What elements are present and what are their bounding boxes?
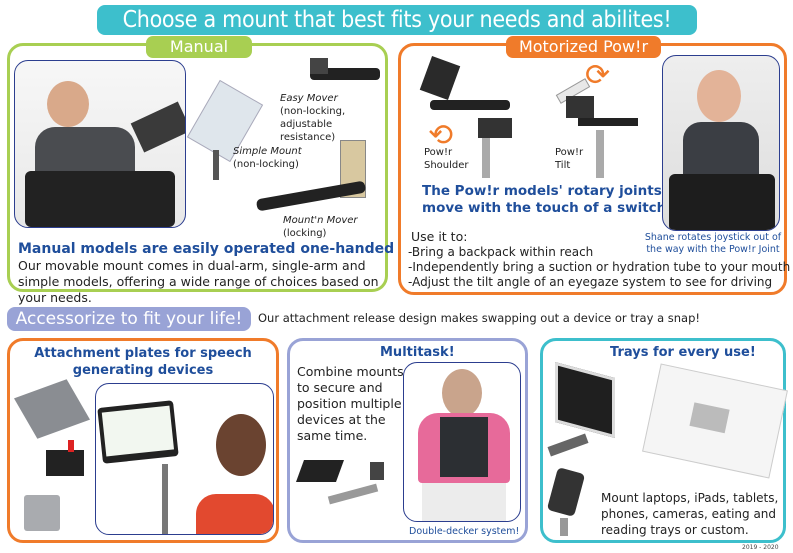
powr-tilt-arm-image [578,118,638,126]
person-head-shape [216,414,266,476]
person-head-shape [442,369,482,417]
rotate-arrow-icon: ⟲ [428,118,454,153]
powr-shoulder-joint-image [478,118,512,138]
speech-device-user-photo [95,383,274,535]
copyright: 2019 - 2020 [742,544,779,551]
use-item: -Independently bring a suction or hydrat… [408,260,791,274]
mountn-mover-caption: Mount'n Mover(locking) [283,215,358,239]
tablet-shape [130,101,185,153]
attachment-plates-heading: Attachment plates for speech generating … [34,346,252,378]
double-decker-device-image [370,462,384,480]
multitask-panel [287,338,528,543]
speech-device-shape [97,400,179,464]
simple-mount-caption: Simple Mount(non-locking) [233,146,302,170]
plate-release-lever [68,440,74,452]
trays-heading: Trays for every use! [610,345,756,360]
multitask-heading: Multitask! [380,345,455,360]
plate-image-3 [24,495,60,531]
manual-user-photo [14,60,186,228]
double-decker-tablet-image [295,460,345,482]
mount-pole-shape [162,464,168,534]
attachment-plates-panel [7,338,279,543]
use-label: Use it to: [411,229,468,244]
motorized-tab: Motorized Pow!r [506,36,661,58]
use-item: -Bring a backpack within reach [408,245,594,259]
simple-mount-pole-image [213,150,219,180]
accessorize-tagline: Our attachment release design makes swap… [258,311,701,325]
person-body-shape [196,494,273,534]
wheelchair-shape [25,171,175,227]
manual-body: Our movable mount comes in dual-arm, sin… [18,258,379,305]
uses-list: -Bring a backpack within reach -Independ… [408,245,790,290]
use-item: -Adjust the tilt angle of an eyegaze sys… [408,275,773,289]
motorized-photo-caption: Shane rotates joystick out of the way wi… [644,232,782,255]
motorized-user-photo [662,55,780,231]
person-legs-shape [422,483,506,521]
person-head-shape [47,81,89,127]
phone-mount-pole-image [560,518,568,536]
manual-tab: Manual [146,36,252,58]
multitask-body: Combine mounts to secure and position mu… [297,364,404,443]
manual-heading: Manual models are easily operated one-ha… [18,241,395,257]
accessorize-tab: Accessorize to fit your life! [7,307,251,331]
powr-shoulder-pole-image [482,138,490,178]
tray-plate-shape [689,402,730,434]
wheelchair-shape [669,174,775,230]
easy-mover-clamp-image [310,58,328,74]
trays-body: Mount laptops, iPads, tablets, phones, c… [601,491,779,537]
person-vest-shape [440,417,488,477]
powr-tilt-joint-image [566,96,594,118]
easy-mover-caption: Easy Mover(non-locking, adjustable resis… [280,93,346,143]
page-title: Choose a mount that best fits your needs… [97,5,697,35]
plate-image-2 [46,450,84,476]
trays-panel [540,338,786,543]
speech-device-screen [101,405,175,457]
powr-tilt-pole-image [596,130,604,178]
tilt-arrow-icon: ⟳ [585,58,611,93]
powr-shoulder-arm-image [430,100,510,110]
multitask-caption: Double-decker system! [409,526,520,537]
multitask-user-photo [403,362,521,522]
person-head-shape [697,70,741,122]
motorized-heading: The Pow!r models' rotary joints move wit… [422,183,667,216]
